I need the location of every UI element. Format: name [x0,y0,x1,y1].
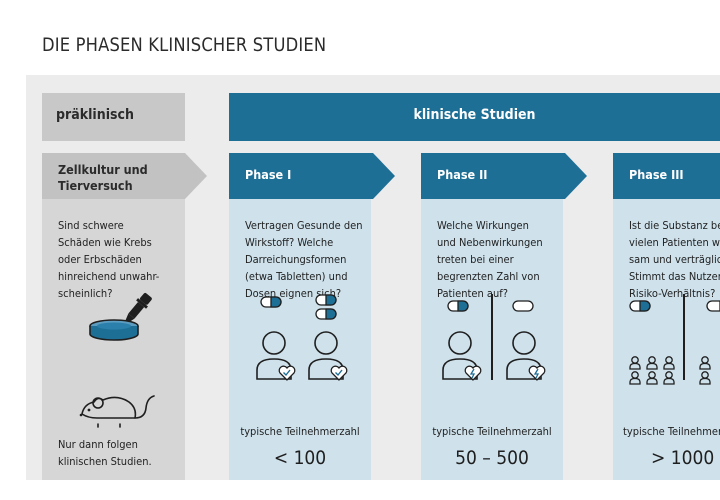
arrow-shape [229,153,395,199]
person-icon [506,331,546,381]
person-group-icon [699,356,711,385]
text-line: Schäden wie Krebs [58,236,152,249]
arrow-shape [421,153,587,199]
heart-flash-icon [528,365,546,381]
preclinical-question: Sind schwere Schäden wie Krebs oder Erbs… [58,217,159,302]
phase-1-name: Phase I [245,167,292,182]
phase-3-participants: > 1000 [651,447,715,469]
clinical-header: klinische Studien [229,93,720,141]
text-line: Stimmt das Nutzen [629,270,720,283]
person-group-icon [629,356,675,385]
phase-2-question: Welche Wirkungen und Nebenwirkungen tret… [437,217,543,302]
phase-2-participants-label: typische Teilnehmerzahl [432,425,552,438]
text-line: Risiko-Verhältnis? [629,287,716,300]
pill-icon [315,294,337,306]
phase-3-divider [683,294,685,380]
phase-1-participants: < 100 [273,447,327,469]
text-line: Wirkstoff? Welche [245,236,334,249]
pill-icon [512,300,534,312]
text-line: oder Erbschäden [58,253,142,266]
preclinical-header: präklinisch [42,93,185,141]
text-line: Welche Wirkungen [437,219,529,232]
petri-dish-icon [89,319,139,341]
text-line: klinischen Studien. [58,455,152,468]
text-line: Nur dann folgen [58,438,138,451]
pill-icon [260,296,282,308]
phase-2-divider [491,294,493,380]
arrow-shape [42,153,207,199]
mouse-icon [79,395,155,428]
heart-check-icon [278,365,296,381]
text-line: Vertragen Gesunde den [245,219,363,232]
preclinical-column [42,153,185,480]
person-icon [442,331,482,381]
text-line: und Nebenwirkungen [437,236,543,249]
phase-1-participants-label: typische Teilnehmerzahl [240,425,360,438]
phase-2-arrow-header: Phase II [421,153,587,199]
preclinical-header-label: präklinisch [56,107,134,123]
heart-flash-icon [464,365,482,381]
preclinical-arrow-header: Zellkultur und Tierversuch [42,153,207,199]
phase-1-arrow-header: Phase I [229,153,395,199]
person-icon [256,331,296,381]
text-line: sam und verträglic [629,253,720,266]
heart-check-icon [330,365,348,381]
phase-2-name: Phase II [437,167,488,182]
phase-1-column [229,153,371,480]
phase-1-question: Vertragen Gesunde den Wirkstoff? Welche … [245,217,363,302]
phase-3-participants-label: typische Teilnehmerz [623,425,720,438]
phase-2-participants: 50 – 500 [455,447,529,469]
text-line: Sind schwere [58,219,124,232]
text-line: Darreichungsformen [245,253,347,266]
text-line: vielen Patienten w [629,236,720,249]
arrow-shape [613,153,720,199]
preclinical-note: Nur dann folgen klinischen Studien. [58,436,152,470]
phase-3-arrow-header: Phase III [613,153,720,199]
phase-3-question: Ist die Substanz be vielen Patienten w s… [629,217,720,302]
text-line: hinreichend unwahr- [58,270,160,283]
page-title: DIE PHASEN KLINISCHER STUDIEN [42,34,327,56]
clinical-header-label: klinische Studien [413,107,536,123]
pill-icon [629,300,651,312]
preclinical-heading: Zellkultur und Tierversuch [58,162,148,193]
text-line: Ist die Substanz be [629,219,720,232]
phase-3-name: Phase III [629,167,684,182]
text-line: Patienten auf? [437,287,508,300]
pill-icon [315,308,337,320]
pill-icon [447,300,469,312]
phase-3-column [613,153,720,480]
text-line: treten bei einer [437,253,514,266]
text-line: scheinlich? [58,287,113,300]
text-line: begrenzten Zahl von [437,270,540,283]
text-line: (etwa Tabletten) und [245,270,348,283]
pill-icon [706,300,720,312]
person-icon [308,331,348,381]
